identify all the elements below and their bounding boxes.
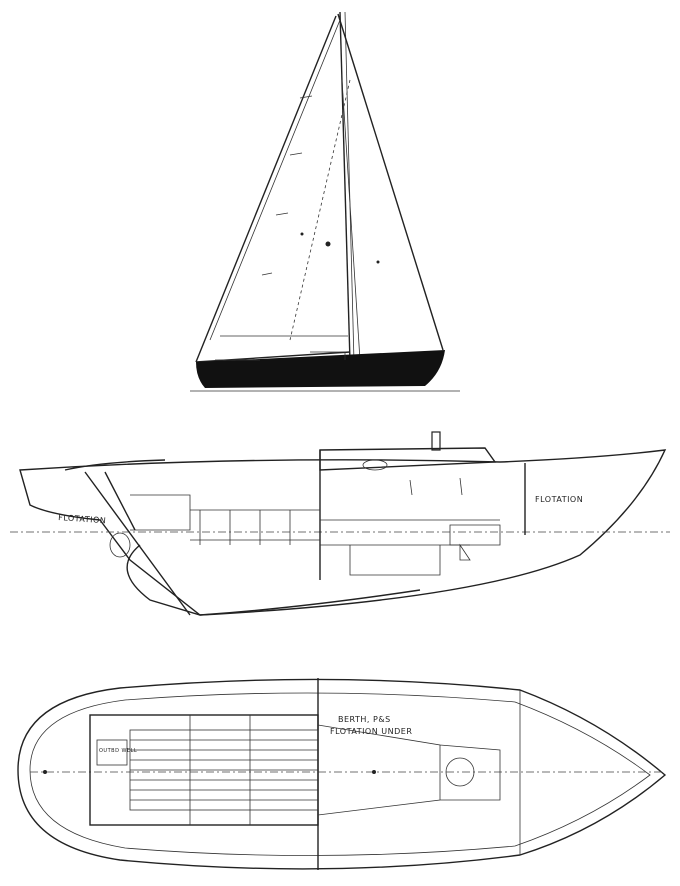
outboard-well-label: OUTBD WELL — [99, 748, 137, 754]
flotation-label-aft: FLOTATION — [58, 513, 107, 525]
forestay — [337, 13, 444, 351]
deck-plan: BERTH, P&S FLOTATION UNDER OUTBD WELL — [17, 678, 667, 870]
hull-plan-outline — [17, 678, 667, 870]
mast — [339, 11, 351, 363]
berth-label-line2: FLOTATION UNDER — [330, 727, 412, 736]
sail-plan — [190, 11, 460, 392]
hull-silhouette — [196, 350, 445, 388]
center-of-effort-marker — [325, 241, 331, 247]
berth-label-line1: BERTH, P&S — [338, 715, 391, 724]
hull-profile — [19, 449, 667, 616]
mainsail-leech — [195, 15, 337, 363]
inboard-profile: FLOTATION FLOTATION — [10, 431, 670, 616]
flotation-label-fwd: FLOTATION — [535, 495, 583, 504]
